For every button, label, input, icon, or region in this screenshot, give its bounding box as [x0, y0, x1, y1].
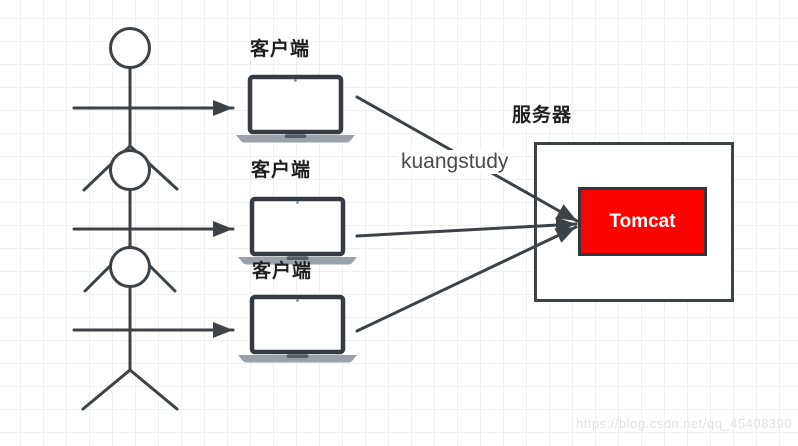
client-label-1: 客户端 — [250, 39, 311, 60]
server-label: 服务器 — [512, 105, 573, 126]
tomcat-box — [578, 187, 707, 256]
tomcat-label: Tomcat — [609, 210, 676, 232]
kuangstudy-label: kuangstudy — [398, 150, 512, 174]
laptop-icon — [238, 297, 357, 363]
laptop-icon — [236, 77, 355, 143]
laptop-icon — [238, 199, 357, 265]
person-icon — [81, 246, 179, 411]
person-icon — [83, 149, 177, 293]
arrow-client2-to-tomcat — [355, 217, 578, 238]
watermark: https://blog.csdn.net/qq_45408390 — [576, 416, 792, 431]
person-icon — [82, 27, 179, 192]
arrow-client3-to-tomcat — [355, 225, 578, 333]
client-label-2: 客户端 — [251, 160, 312, 181]
client-label-3: 客户端 — [252, 261, 313, 282]
